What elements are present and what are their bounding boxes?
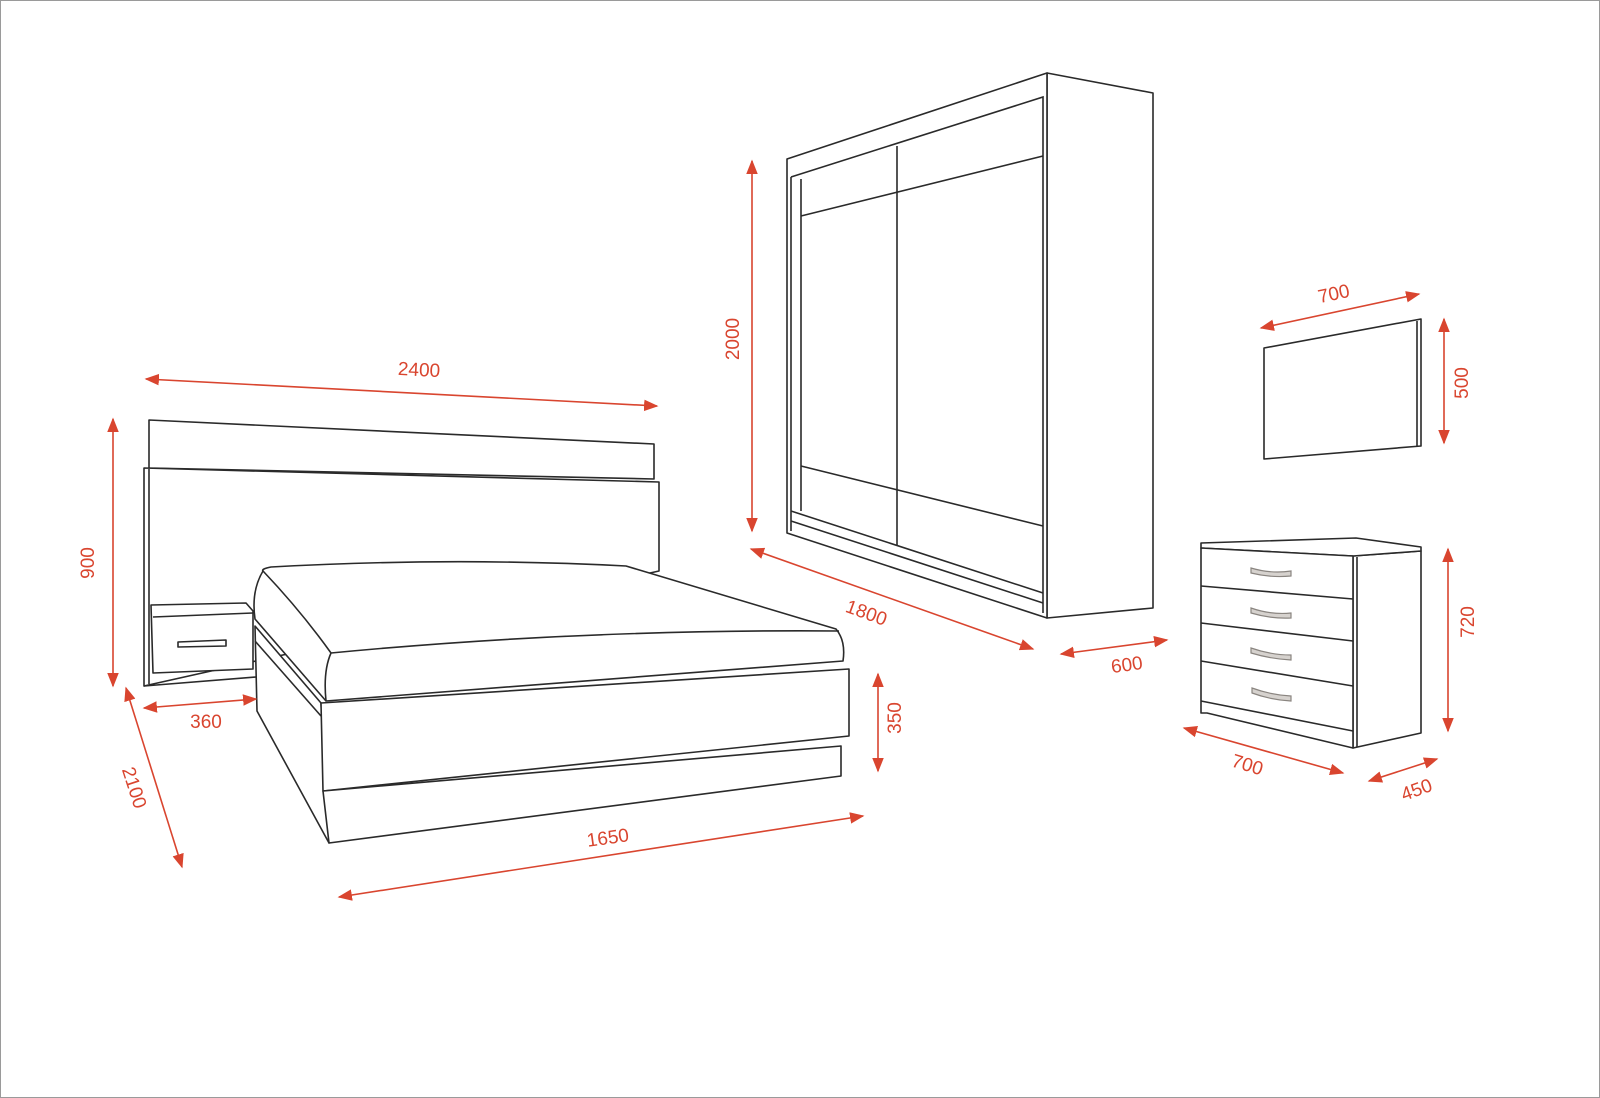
dim-headboard-width: 2400	[397, 359, 440, 382]
mattress	[253, 560, 845, 702]
dim-wardrobe-width: 1800	[843, 596, 890, 630]
nightstand-handle	[177, 639, 227, 648]
dim-dresser-width: 700	[1229, 751, 1265, 780]
mirror	[1263, 318, 1422, 460]
dresser	[1200, 537, 1422, 749]
dim-wardrobe-depth: 600	[1110, 653, 1144, 678]
dim-mirror-height: 500	[1452, 367, 1473, 399]
bed	[143, 419, 850, 844]
dim-nightstand-width: 360	[190, 712, 222, 733]
dim-bed-width: 1650	[586, 825, 631, 852]
dim-dresser-depth: 450	[1398, 775, 1435, 806]
headboard-top-panel	[148, 419, 655, 480]
nightstand	[150, 602, 254, 674]
wardrobe	[786, 72, 1154, 619]
dim-mirror-width: 700	[1316, 281, 1351, 308]
dim-headboard-height: 900	[78, 547, 99, 579]
dim-dresser-height: 720	[1458, 606, 1479, 638]
dim-bed-length: 2100	[117, 764, 150, 811]
dim-bed-height: 350	[885, 702, 906, 734]
dim-wardrobe-height: 2000	[723, 318, 744, 360]
